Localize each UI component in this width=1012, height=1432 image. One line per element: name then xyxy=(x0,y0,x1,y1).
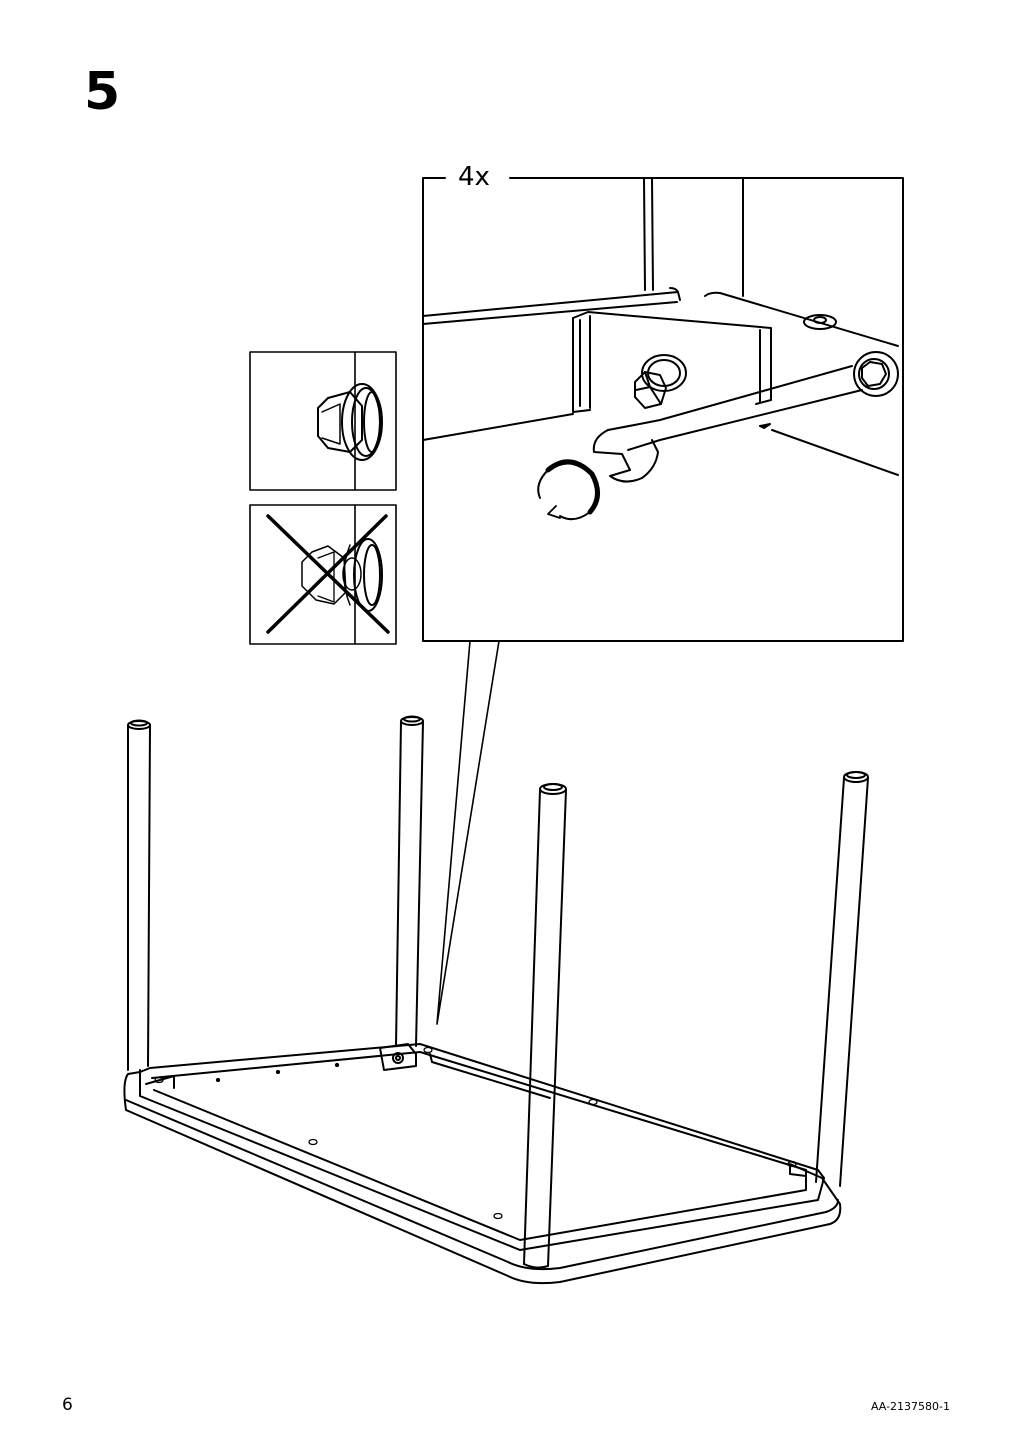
document-code: AA-2137580-1 xyxy=(870,1400,950,1413)
table-assembly xyxy=(123,715,869,1285)
table-leg-back-right xyxy=(395,715,424,1047)
cross-mark-icon xyxy=(266,514,390,634)
table-leg-back-left xyxy=(127,719,151,1071)
table-leg-front-right xyxy=(815,771,869,1187)
correct-detail-view xyxy=(249,351,397,491)
detail-callout: 4x xyxy=(422,162,904,1025)
table-leg-front-left xyxy=(523,783,567,1269)
quantity-label: 4x xyxy=(458,162,490,192)
step-number: 5 xyxy=(84,62,121,122)
page-number: 6 xyxy=(62,1395,73,1415)
incorrect-detail-view xyxy=(249,504,397,645)
